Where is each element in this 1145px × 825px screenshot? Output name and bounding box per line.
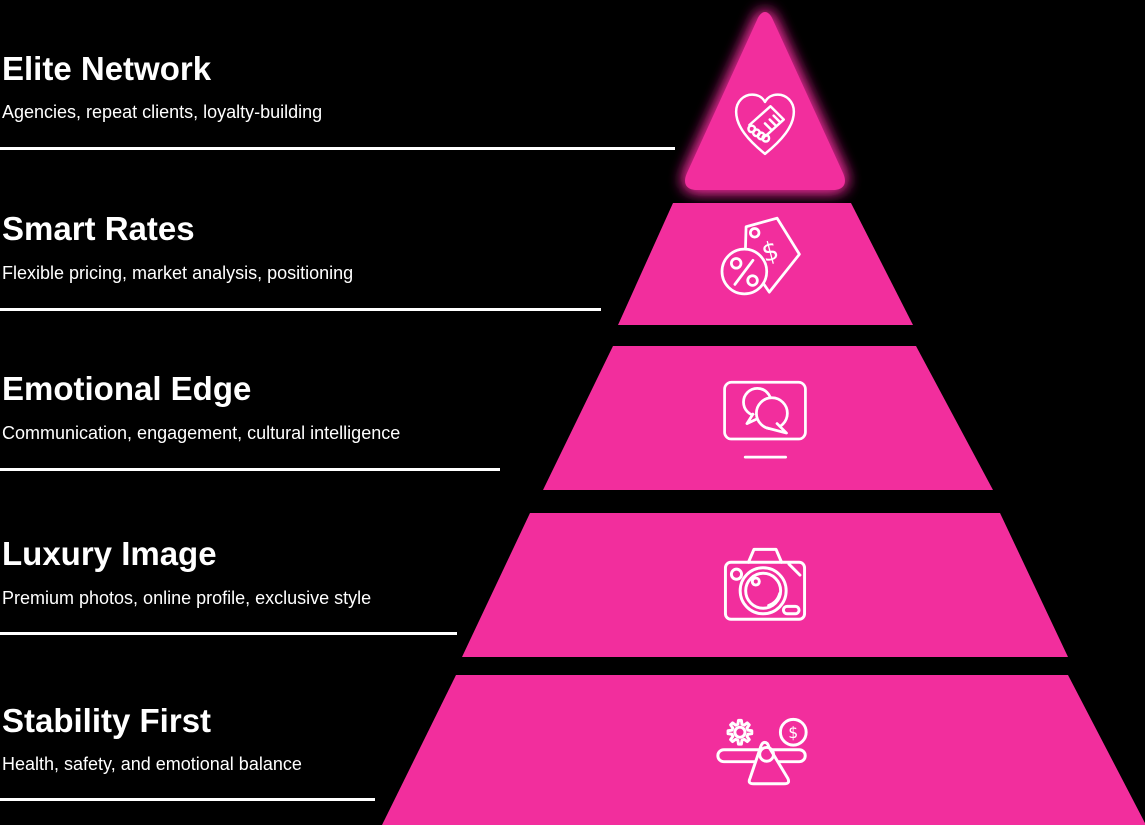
- level-2-divider: [0, 308, 601, 311]
- level-3-divider: [0, 468, 500, 471]
- camera-icon: [723, 547, 807, 621]
- chat-screen-icon: [723, 380, 807, 459]
- pyramid-segment-4: [462, 513, 1068, 657]
- handshake-heart-icon: [734, 93, 796, 156]
- level-5-divider: [0, 798, 375, 801]
- level-2-title: Smart Rates: [2, 210, 195, 247]
- level-1-title: Elite Network: [2, 50, 212, 87]
- price-tags-icon: $: [720, 216, 801, 296]
- level-5-subtitle: Health, safety, and emotional balance: [2, 754, 302, 774]
- level-3-subtitle: Communication, engagement, cultural inte…: [2, 423, 401, 443]
- svg-text:$: $: [788, 723, 798, 742]
- level-4-subtitle: Premium photos, online profile, exclusiv…: [2, 588, 372, 608]
- level-2-subtitle: Flexible pricing, market analysis, posit…: [2, 263, 354, 283]
- balance-scale-icon: $: [716, 717, 808, 786]
- level-1-subtitle: Agencies, repeat clients, loyalty-buildi…: [2, 102, 323, 122]
- level-4-title: Luxury Image: [2, 535, 217, 572]
- level-5-title: Stability First: [2, 702, 212, 739]
- level-3-title: Emotional Edge: [2, 370, 252, 407]
- level-4-divider: [0, 632, 457, 635]
- level-1-divider: [0, 147, 675, 150]
